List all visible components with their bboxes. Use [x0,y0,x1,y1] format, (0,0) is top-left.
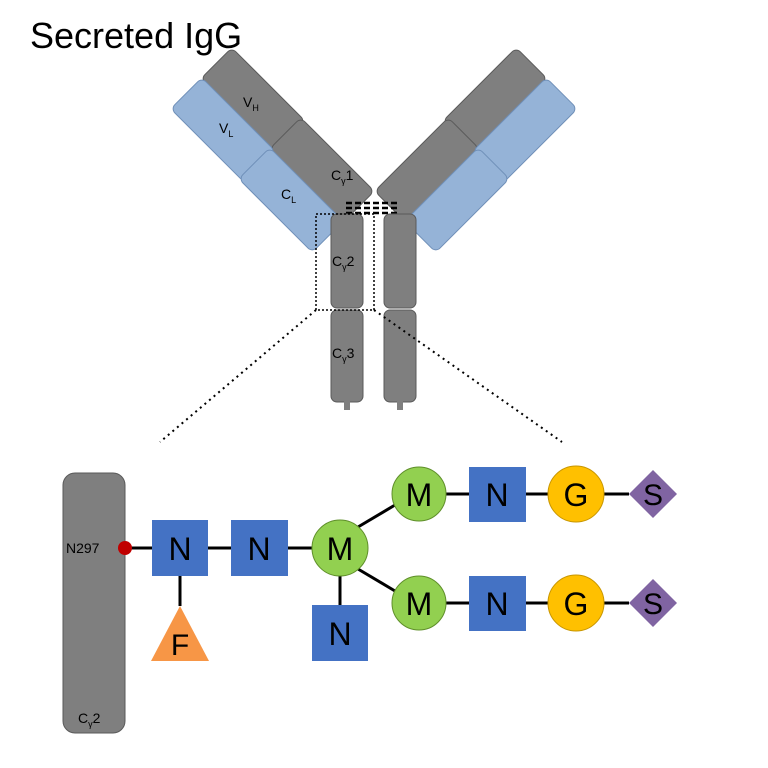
right-cg2-domain [383,213,417,309]
lower-arm-sialic-acid-label: S [643,588,663,621]
lower-arm-galactose [547,574,605,632]
upper-arm-mannose [391,466,447,522]
upper-arm-sialic-acid [629,470,677,518]
zoom-lines [159,309,563,443]
fucose-label: F [171,629,189,662]
hinge-disulfide-bonds [346,201,400,215]
fucose-triangle [151,606,209,661]
lower-arm-glcnac-label: N [485,586,508,622]
right-tail [397,401,403,410]
cg1-label: Cγ1 [331,167,354,186]
core-glcnac-1-label: N [168,531,191,567]
antibody-structure: VH VL Cγ1 CL Cγ2 Cγ3 [172,49,576,410]
core-mannose [311,519,369,577]
left-tail [344,401,350,410]
cg2-detail-label: Cγ2 [78,710,101,729]
n297-attachment-dot [118,541,132,555]
core-mannose-label: M [327,531,354,567]
zoom-selection-box [315,213,375,311]
left-cg2-domain [330,213,364,309]
upper-arm-galactose [547,465,605,523]
glycan-detail: N297 Cγ2 N F N [62,465,677,734]
n297-label: N297 [66,540,100,556]
core-glcnac-2 [231,520,288,576]
vl-label: VL [219,120,233,139]
upper-arm-sialic-acid-label: S [643,479,663,512]
right-cg3-domain [383,309,417,403]
core-glcnac-2-label: N [247,531,270,567]
upper-arm-galactose-label: G [564,477,589,513]
upper-arm-glcnac-label: N [485,477,508,513]
lower-arm-glcnac [469,576,526,631]
cl-label: CL [281,186,296,205]
lower-arm-galactose-label: G [564,586,589,622]
lower-arm-mannose-label: M [406,586,433,622]
cg3-label: Cγ3 [332,345,355,364]
lower-arm-sialic-acid [629,579,677,627]
page-title: Secreted IgG [30,15,242,56]
cg2-label: Cγ2 [332,253,355,272]
right-cl-domain [406,149,508,251]
bisecting-glcnac [312,605,368,661]
bisecting-glcnac-label: N [328,616,351,652]
upper-arm-glcnac [469,467,526,522]
vh-label: VH [243,94,259,113]
cg2-domain-detail [62,472,126,734]
core-glcnac-1 [152,520,208,576]
upper-arm-mannose-label: M [406,477,433,513]
lower-arm-mannose [391,575,447,631]
